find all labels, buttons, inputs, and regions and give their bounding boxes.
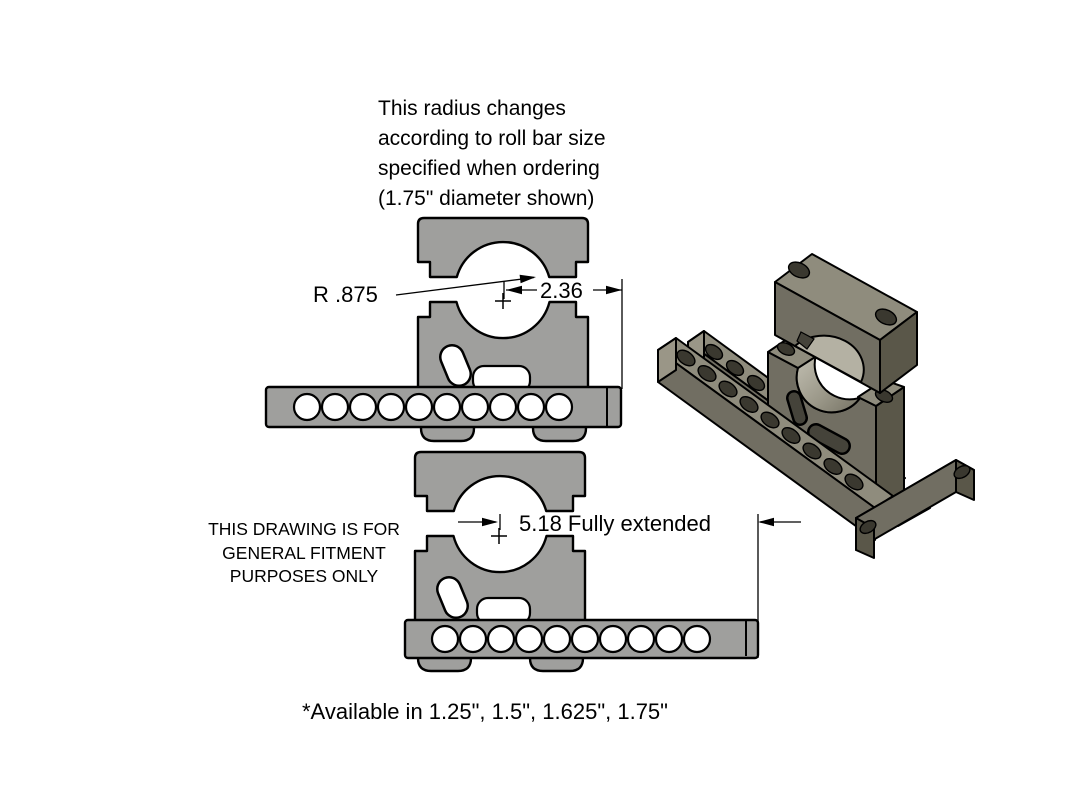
bar-hole [376,392,406,422]
bar-hole [654,624,684,654]
extended-dimension-label: 5.18 Fully extended [519,511,712,536]
bar-hole [488,392,518,422]
width-dimension-label: 2.36 [540,278,583,303]
bolt-hole [787,261,811,279]
isometric-view [657,253,975,559]
dimension-width [503,279,623,389]
top-clamp-half [416,216,590,279]
radius-note-line: according to roll bar size [378,127,606,150]
bar-hole [781,427,801,444]
bar-hole [739,396,759,413]
radius-note-line: (1.75" diameter shown) [378,187,595,210]
dimension-extended [458,514,801,658]
top-clamp-half [413,450,587,513]
radius-note: This radius changes according to roll ba… [378,94,606,214]
bar-hole [844,473,864,491]
keyway-notch [796,331,815,350]
bar-hole [516,392,546,422]
front-view-extended [403,450,801,673]
kidney-slot [441,346,470,385]
radius-note-line: This radius changes [378,97,566,120]
bar-hole [598,624,628,654]
bar-hole [486,624,516,654]
kidney-slot [788,392,806,424]
bar-hole [697,365,717,382]
fitment-note: THIS DRAWING IS FOR GENERAL FITMENT PURP… [196,518,412,589]
bar-hole [430,624,460,654]
bar-hole [682,624,712,654]
bar-holes [292,392,574,422]
bar-hole [542,624,572,654]
bar-hole [404,392,434,422]
bar-hole [718,380,738,398]
availability-note: *Available in 1.25", 1.5", 1.625", 1.75" [302,699,668,724]
bracket-hole [953,464,971,480]
fitment-note-line: PURPOSES ONLY [229,566,379,586]
iso-end-bracket [855,459,975,559]
bar-hole [802,442,822,460]
bar-hole [676,349,696,367]
iso-top-clamp [774,253,918,394]
bar-hole [292,392,322,422]
radius-leader [395,274,536,296]
radius-note-line: specified when ordering [378,157,600,180]
bolt-hole [874,308,898,326]
center-mark [491,528,507,544]
bar-holes [430,624,712,654]
front-view-retracted [264,216,623,443]
bar-hole [458,624,488,654]
bar-hole [432,392,462,422]
bar-hole [746,374,766,392]
bar-hole [544,392,574,422]
bar-hole [760,411,780,429]
bar-hole [348,392,378,422]
bar-hole [725,359,745,377]
bolt-hole [776,342,796,356]
bracket-hole [859,519,877,535]
bar-hole [823,458,843,475]
mounting-slot [809,425,849,453]
fitment-note-line: THIS DRAWING IS FOR [208,519,400,539]
bar-hole [320,392,350,422]
bar-hole [704,343,724,361]
bar-hole [460,392,490,422]
bar-hole [570,624,600,654]
iso-front-bar [657,337,894,541]
bar-hole [626,624,656,654]
kidney-slot [438,578,467,617]
center-mark [495,293,511,309]
fitment-note-line: GENERAL FITMENT [222,542,386,563]
radius-dimension-label: R .875 [313,282,378,307]
bar-hole [514,624,544,654]
